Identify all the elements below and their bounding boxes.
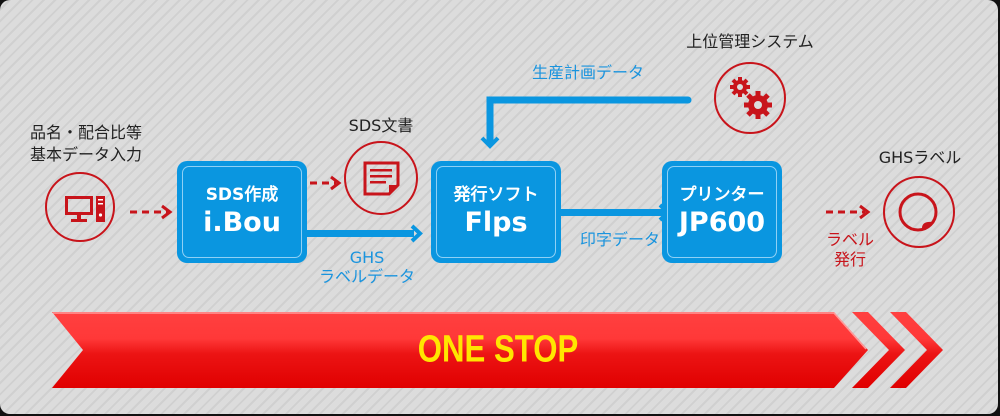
gears-icon — [730, 77, 772, 119]
input-circle — [45, 172, 115, 242]
one-stop-banner — [52, 312, 943, 388]
computer-icon — [65, 196, 105, 222]
arrow-ibou-to-sds — [310, 175, 342, 191]
ghs-data-line2: ラベルデータ — [318, 267, 416, 286]
print-data-label: 印字データ — [579, 230, 661, 249]
ghs-label-label: GHSラベル — [878, 148, 962, 167]
arrow-flps-to-printer — [560, 203, 671, 222]
arrow-ibou-to-flps — [306, 224, 423, 243]
ghs-label-circle — [883, 176, 955, 248]
ibou-title: SDS作成 — [205, 185, 279, 205]
production-data-label: 生産計画データ — [531, 63, 645, 82]
one-stop-text: ONE STOP — [417, 328, 579, 371]
printer-title: プリンター — [679, 185, 765, 205]
flps-title: 発行ソフト — [453, 185, 539, 205]
sds-doc-label: SDS文書 — [348, 116, 414, 135]
printer-box: プリンター JP600 — [662, 161, 782, 263]
input-label-line1: 品名・配合比等 — [29, 123, 143, 142]
chevron-icon — [852, 312, 943, 388]
arrow-printer-to-label — [826, 204, 871, 220]
document-icon — [363, 161, 400, 196]
ibou-name: i.Bou — [203, 207, 281, 238]
flps-box: 発行ソフト Flps — [431, 161, 561, 263]
label-sticker-icon — [898, 192, 938, 232]
label-issue-line1: ラベル — [825, 230, 875, 249]
sds-doc-circle — [344, 141, 418, 215]
printer-name: JP600 — [678, 207, 766, 238]
arrow-input-to-ibou — [130, 204, 173, 220]
arrow-host-to-flps — [480, 96, 692, 149]
flps-name: Flps — [464, 207, 528, 238]
host-system-circle — [714, 62, 786, 134]
label-issue-line2: 発行 — [833, 250, 867, 269]
ibou-box: SDS作成 i.Bou — [177, 161, 307, 263]
host-system-label: 上位管理システム — [686, 32, 814, 51]
ghs-data-line1: GHS — [349, 248, 385, 267]
input-label-line2: 基本データ入力 — [29, 145, 143, 164]
